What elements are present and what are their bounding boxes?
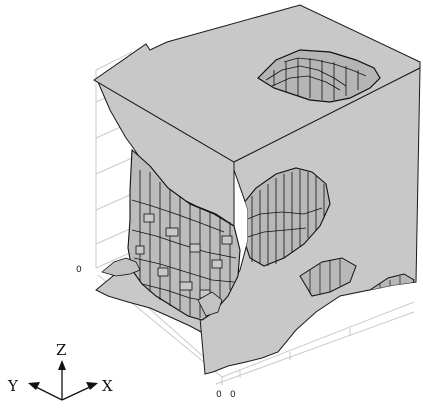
floor-voxel-edge	[101, 257, 223, 317]
left-axis-origin-label: 0	[76, 265, 82, 275]
front-axis-origin-label-a: 0	[216, 390, 222, 400]
x-axis-label: X	[102, 377, 113, 395]
internal-voxel-region[interactable]	[127, 148, 241, 321]
orientation-triad: Z X Y	[7, 341, 113, 401]
z-axis-label: Z	[56, 341, 66, 359]
z-axis-arrow	[58, 360, 66, 400]
y-axis-arrow	[28, 382, 63, 401]
x-axis-arrow	[61, 382, 98, 401]
y-axis-label: Y	[7, 377, 19, 395]
front-axis-origin-label-b: 0	[230, 390, 236, 400]
left-wall-grid	[95, 51, 133, 269]
top-cavity[interactable]	[257, 49, 381, 103]
